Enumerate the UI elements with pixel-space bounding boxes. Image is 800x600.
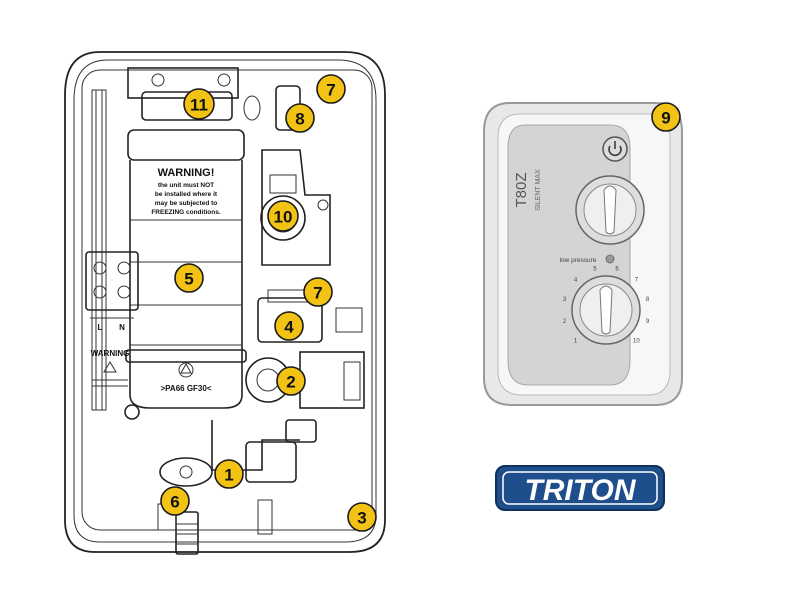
- svg-text:WARNING: WARNING: [91, 349, 130, 358]
- temperature-scale-mark: 5: [593, 267, 597, 273]
- callout-7: 7: [316, 74, 346, 104]
- callout-1: 1: [214, 459, 244, 489]
- recycle-icon: [178, 362, 194, 378]
- temperature-scale-mark: 1: [574, 338, 578, 344]
- indicator-label: low pressure: [560, 257, 597, 264]
- power-button[interactable]: [602, 136, 628, 162]
- callout-number: 8: [295, 110, 304, 129]
- indicator-light: [605, 254, 615, 264]
- callout-number: 3: [357, 509, 366, 528]
- callout-number: 4: [284, 318, 294, 337]
- temperature-scale-mark: 7: [635, 278, 639, 284]
- terminal-n-label: N: [119, 323, 125, 332]
- temperature-scale-mark: 2: [563, 319, 567, 325]
- temperature-scale-mark: 9: [646, 319, 650, 325]
- callout-number: 2: [286, 373, 295, 392]
- temperature-scale-mark: 10: [633, 338, 640, 344]
- logo-text: TRITON: [524, 474, 636, 507]
- temperature-scale-mark: 8: [646, 297, 650, 303]
- callout-number: 9: [661, 109, 670, 128]
- model-name: T80Z: [513, 172, 530, 207]
- callout-9: 9: [651, 102, 681, 132]
- power-icon: [608, 141, 622, 156]
- temperature-scale-mark: 3: [563, 297, 567, 303]
- callout-number: 6: [170, 493, 179, 512]
- side-warning: WARNING: [91, 349, 130, 387]
- temperature-scale-mark: 4: [574, 278, 578, 284]
- temperature-scale-mark: 6: [615, 267, 619, 273]
- callout-6: 6: [160, 486, 190, 516]
- callout-5: 5: [174, 263, 204, 293]
- warning-title: WARNING!: [158, 167, 215, 179]
- flow-knob[interactable]: [575, 175, 645, 245]
- callout-number: 7: [313, 284, 322, 303]
- callout-number: 10: [274, 208, 293, 227]
- callout-11: 11: [183, 88, 215, 120]
- warning-sticker: WARNING! the unit must NOT be installed …: [151, 167, 221, 216]
- callout-2: 2: [276, 366, 306, 396]
- material-code: >PA66 GF30<: [161, 384, 212, 393]
- terminal-l-label: L: [98, 323, 103, 332]
- callout-3: 3: [347, 502, 377, 532]
- warning-line: the unit must NOT: [158, 182, 214, 189]
- warning-line: be installed where it: [155, 191, 218, 198]
- callouts: 1 2 3 4 5 6 7 7 8 9 10 11: [160, 74, 681, 532]
- triton-logo: TRITON: [495, 465, 665, 511]
- callout-number: 1: [224, 466, 233, 485]
- temperature-scale: 1 2 3 4 5 6 7 8 9 10: [563, 267, 650, 345]
- control-panel: T80Z SILENT MAX low pressure 1 2 3 4 5 6 7 8 9 10: [483, 102, 683, 406]
- warning-line: FREEZING conditions.: [151, 209, 221, 216]
- callout-number: 7: [326, 81, 335, 100]
- callout-4: 4: [274, 311, 304, 341]
- temperature-knob[interactable]: [571, 275, 641, 345]
- callout-number: 11: [190, 96, 208, 115]
- heater-unit: WARNING! the unit must NOT be installed …: [64, 51, 386, 555]
- callout-number: 5: [184, 270, 193, 289]
- model-subtitle: SILENT MAX: [535, 169, 542, 211]
- terminal-block: L N: [85, 251, 139, 332]
- callout-10: 10: [267, 200, 299, 232]
- callout-7: 7: [303, 277, 333, 307]
- warning-line: may be subjected to: [155, 200, 218, 207]
- callout-8: 8: [285, 103, 315, 133]
